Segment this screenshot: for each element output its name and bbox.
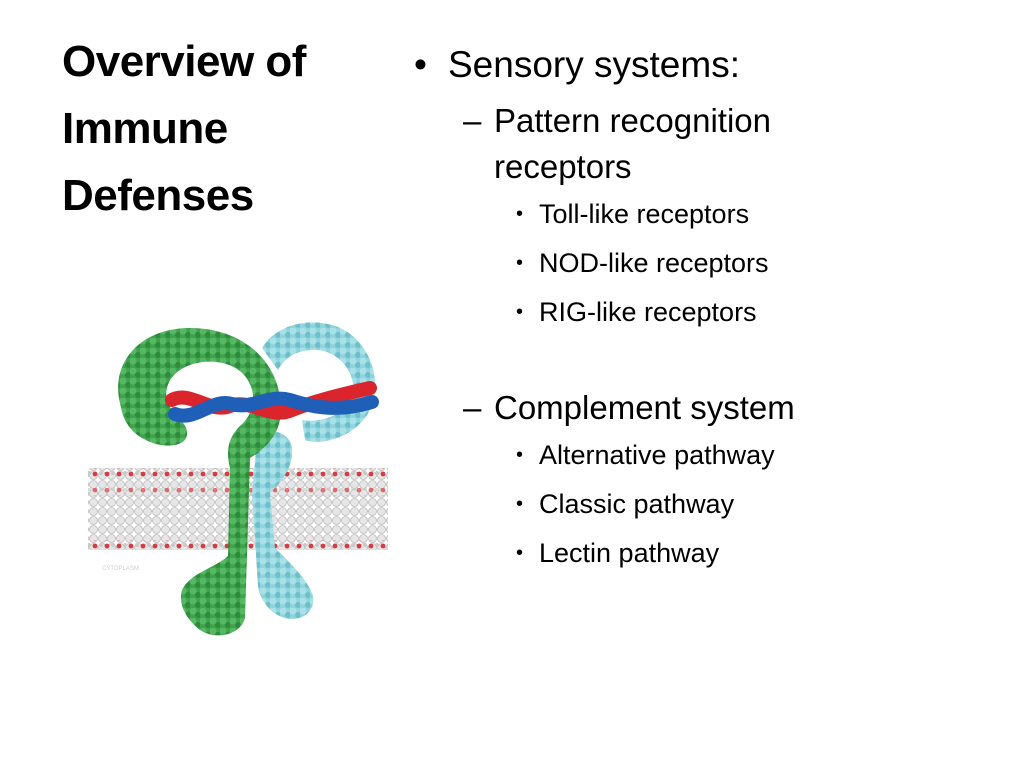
list-item-text: Alternative pathway (539, 440, 775, 470)
cytoplasm-label: CYTOPLASM (102, 566, 139, 572)
list-item-text: Toll-like receptors (539, 199, 750, 229)
list-item-lectin-pathway: • Lectin pathway (410, 529, 1010, 578)
sub-bullet-text-line-1: Pattern recognition (494, 102, 772, 139)
list-item-classic-pathway: • Classic pathway (410, 480, 1010, 529)
slide-title: Overview of Immune Defenses (62, 28, 382, 229)
sub-bullet-text-line-1: Complement system (494, 389, 795, 426)
bullet-text: Sensory systems: (448, 44, 740, 85)
title-line-3: Defenses (62, 171, 254, 220)
bullet-icon: • (414, 44, 427, 85)
bullet-list: • Sensory systems: – Pattern recognition… (410, 40, 1010, 578)
bullet-sensory-systems: • Sensory systems: (410, 40, 1010, 90)
dash-icon: – (463, 389, 482, 426)
list-item-text: RIG-like receptors (539, 297, 757, 327)
dash-icon: – (463, 102, 482, 139)
bullet-icon: • (516, 444, 524, 466)
sub-bullet-pattern-recognition: – Pattern recognition receptors (410, 98, 1010, 190)
bullet-icon: • (516, 252, 524, 274)
nucleic-acid-helix (165, 381, 379, 423)
bullet-icon: • (516, 203, 524, 225)
list-item-toll-like: • Toll-like receptors (410, 190, 1010, 239)
list-item-rig-like: • RIG-like receptors (410, 288, 1010, 337)
bullet-icon: • (516, 301, 524, 323)
list-item-nod-like: • NOD-like receptors (410, 239, 1010, 288)
bullet-icon: • (516, 542, 524, 564)
list-item-text: Lectin pathway (539, 538, 720, 568)
sub-bullet-complement-system: – Complement system (410, 385, 1010, 431)
list-item-alternative-pathway: • Alternative pathway (410, 431, 1010, 480)
protein-green-chain (118, 328, 281, 636)
spacer (410, 337, 1010, 377)
sub-bullet-text-line-2: receptors (494, 148, 632, 185)
bullet-icon: • (516, 493, 524, 515)
title-line-2: Immune (62, 104, 228, 153)
title-line-1: Overview of (62, 37, 306, 86)
receptor-illustration: CYTOPLASM (88, 322, 388, 636)
list-item-text: NOD-like receptors (539, 248, 769, 278)
list-item-text: Classic pathway (539, 489, 735, 519)
